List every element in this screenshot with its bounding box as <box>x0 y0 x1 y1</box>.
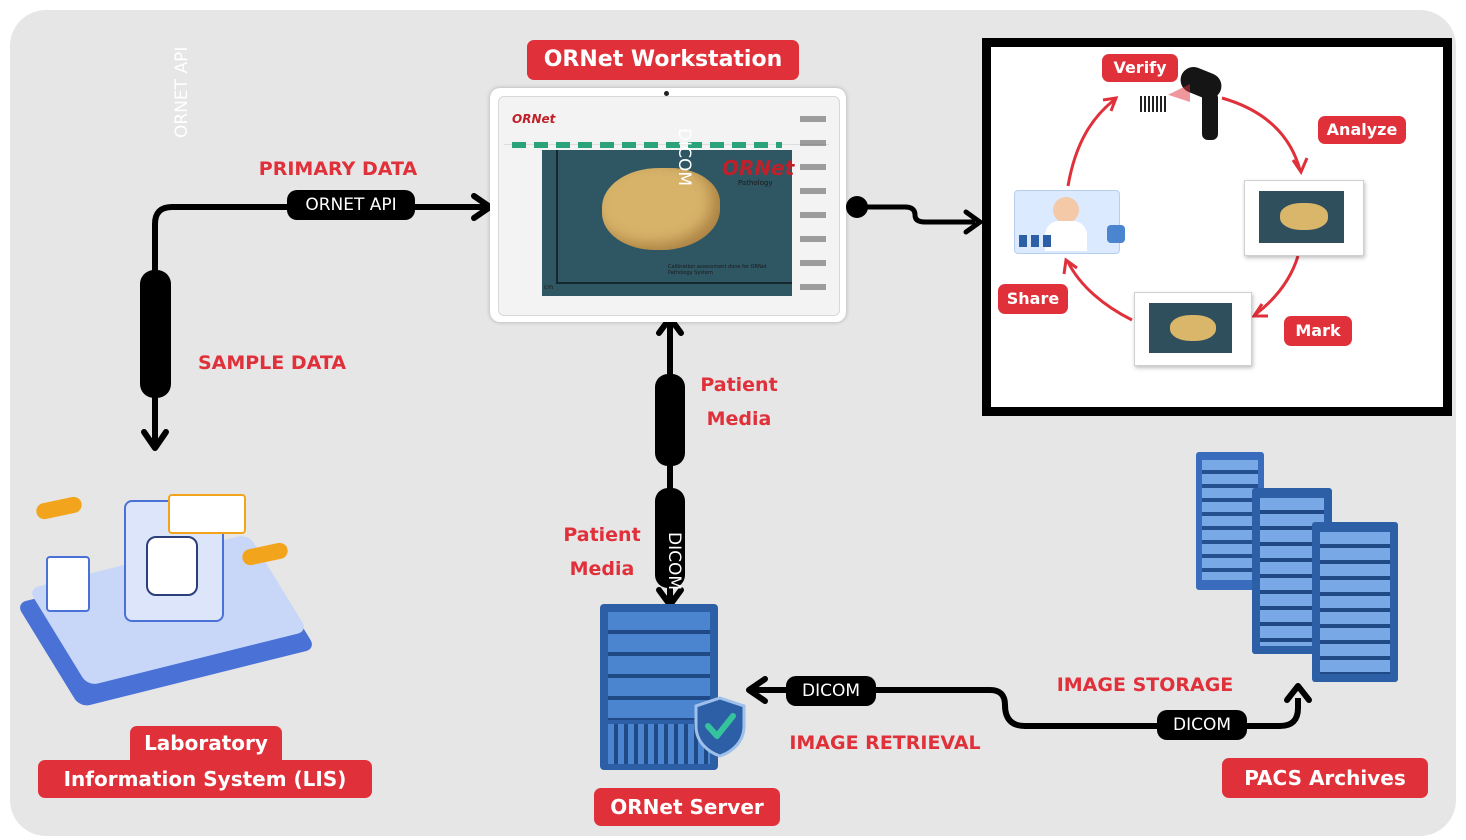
scanner-beam <box>1168 84 1190 102</box>
tablet-sidebar <box>800 116 826 296</box>
cycle-verify-label: Verify <box>1102 54 1178 82</box>
cycle-arrow-share-verify <box>1066 98 1115 187</box>
server-vent <box>608 724 710 764</box>
share-shield-icon <box>1107 225 1125 243</box>
image-retrieval-arrowhead <box>746 676 768 704</box>
cycle-arrow-verify-analyze <box>1221 96 1302 171</box>
lis-label-line2: Information System (LIS) <box>38 760 372 798</box>
pacs-server-cable <box>750 687 1301 729</box>
pacs-illustration <box>1196 452 1436 682</box>
image-retrieval-label: IMAGE RETRIEVAL <box>789 732 981 754</box>
workstation-to-cycle-cable <box>857 204 975 225</box>
tablet-screen: ORNet Pathology Calibration assessment d… <box>542 150 795 296</box>
workstation-to-cycle-arrowhead <box>963 209 983 235</box>
lis-device-icon <box>146 536 198 596</box>
analyze-tablet-thumbnail <box>1244 180 1364 256</box>
workstation-label: ORNet Workstation <box>527 40 799 80</box>
tablet-toolbar-buttons <box>512 142 782 148</box>
server-rack-slots <box>608 612 710 720</box>
lis-side-panel <box>46 556 90 612</box>
pacs-rack-3-slots <box>1320 532 1390 674</box>
mark-tablet-thumbnail <box>1134 292 1252 366</box>
cycle-analyze-label: Analyze <box>1318 116 1406 144</box>
patient-media-right-line1: Patient <box>700 374 778 396</box>
dicom-tag-retrieval: DICOM <box>786 676 876 706</box>
sample-data-ferrite <box>140 270 171 398</box>
server-label: ORNet Server <box>594 788 780 826</box>
tissue-sample <box>602 168 720 250</box>
barcode-icon <box>1140 96 1168 112</box>
patient-media-left-line1: Patient <box>563 524 641 546</box>
patient-media-right-line2: Media <box>706 408 772 430</box>
scanner-handle <box>1202 92 1218 140</box>
primary-data-cable <box>152 204 488 445</box>
image-storage-label: IMAGE STORAGE <box>1056 674 1234 696</box>
server-illustration <box>600 604 750 774</box>
dicom-tag-storage: DICOM <box>1157 710 1247 740</box>
image-storage-arrowhead <box>1284 683 1312 703</box>
cycle-arrow-analyze-mark <box>1255 255 1300 316</box>
cycle-arrow-mark-share <box>1066 261 1133 322</box>
share-controls-icon <box>1019 235 1051 247</box>
pacs-rack-1-slots <box>1202 460 1258 580</box>
tablet-toolbar-logo: ORNet <box>512 112 556 126</box>
patient-media-left-line2: Media <box>569 558 635 580</box>
primary-data-label: PRIMARY DATA <box>258 158 418 180</box>
workstation-tablet: ORNet ORNet Pathology Calibration assess… <box>490 88 846 322</box>
sample-data-label: SAMPLE DATA <box>197 352 347 374</box>
tablet-ruler-bottom <box>556 282 792 284</box>
cycle-mark-label: Mark <box>1284 316 1352 346</box>
barcode-scanner-icon <box>1136 63 1236 146</box>
cycle-share-label: Share <box>998 284 1068 314</box>
tablet-caption: Calibration assessment done for ORNet Pa… <box>668 264 767 276</box>
tablet-screen-logo-sub: Pathology <box>738 179 773 187</box>
tablet-ruler-left <box>556 150 558 282</box>
lis-screen-panel <box>168 494 246 534</box>
sample-data-arrowhead <box>141 429 169 451</box>
pacs-label: PACS Archives <box>1222 758 1428 798</box>
lis-illustration <box>16 470 316 720</box>
doctor-share-illustration <box>1014 190 1125 254</box>
doctor-avatar <box>1053 197 1079 223</box>
lis-label-line1: Laboratory <box>130 726 282 760</box>
shield-check-icon <box>694 696 746 758</box>
tablet-screen-logo: ORNet <box>722 156 795 180</box>
doctor-coat <box>1045 221 1087 251</box>
ornet-api-tag: ORNET API <box>287 190 415 220</box>
tablet-camera <box>664 91 669 96</box>
tablet-ruler-units: cm <box>544 284 554 291</box>
patient-media-ferrite-1 <box>655 374 685 466</box>
patient-media-ferrite-2 <box>655 488 685 588</box>
